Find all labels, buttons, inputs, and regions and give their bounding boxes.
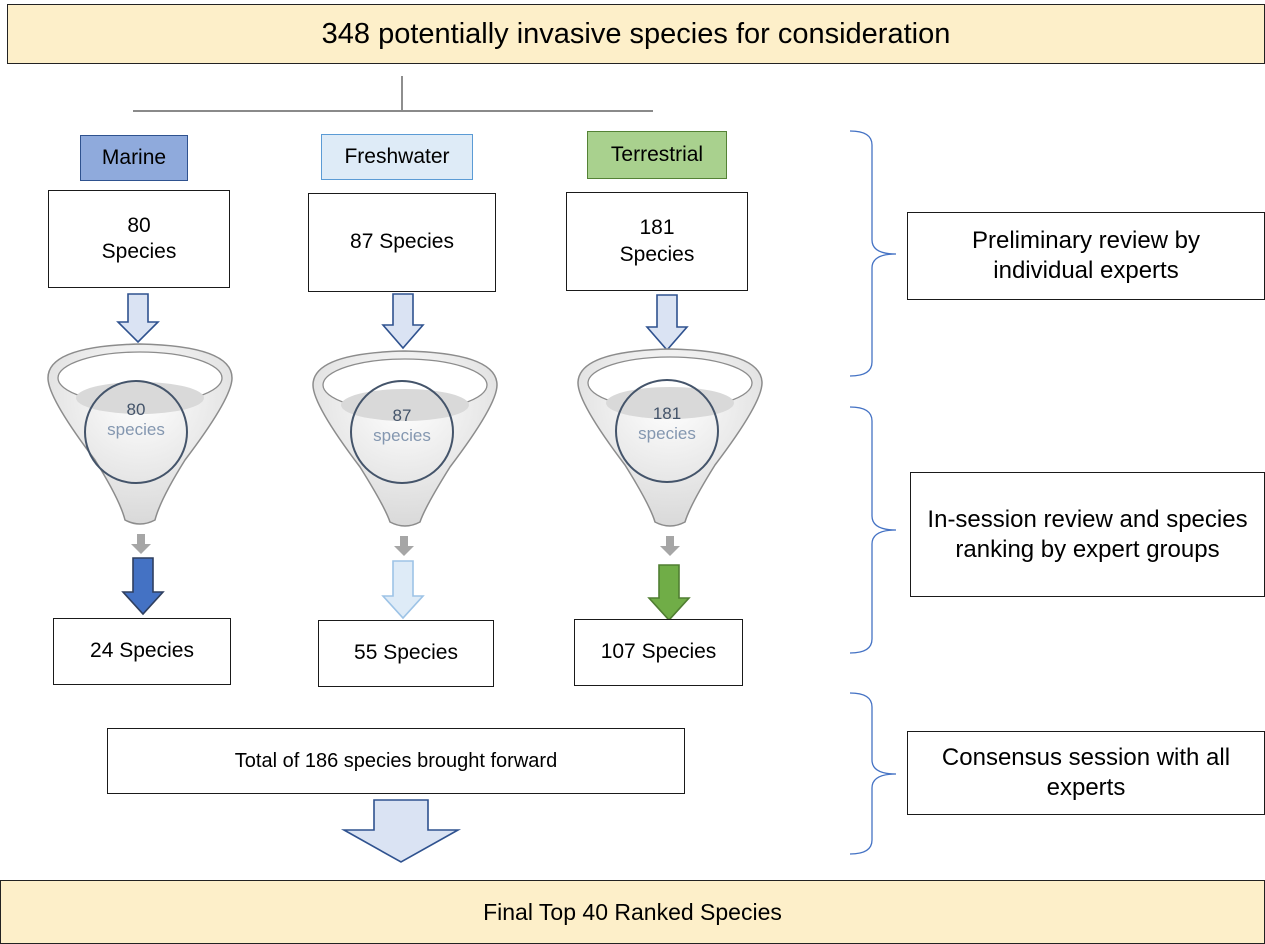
marine-funnel-label: 80 species — [96, 400, 176, 439]
terrestrial-small-arrow — [660, 536, 680, 556]
stage-3-text: Consensus session with all experts — [941, 744, 1231, 801]
marine-input-box: 80 Species — [48, 190, 230, 288]
terrestrial-funnel-label: 181 species — [627, 404, 707, 443]
terrestrial-tag-label: Terrestrial — [610, 143, 704, 166]
freshwater-input-box: 87 Species — [308, 193, 496, 292]
stage-1-bracket — [849, 130, 897, 377]
terrestrial-output-arrow — [647, 564, 691, 622]
header-text: 348 potentially invasive species for con… — [321, 17, 951, 50]
marine-tag: Marine — [80, 135, 188, 181]
total-text: Total of 186 species brought forward — [234, 749, 558, 772]
freshwater-funnel-unit: species — [373, 425, 431, 445]
marine-funnel-icon — [47, 343, 233, 525]
terrestrial-input-arrow — [645, 294, 689, 352]
total-box: Total of 186 species brought forward — [107, 728, 685, 794]
final-arrow — [340, 799, 462, 863]
stage-2-bracket — [849, 406, 897, 654]
freshwater-input-arrow — [381, 293, 425, 350]
stage-3-bracket — [849, 692, 897, 855]
marine-flow — [47, 293, 233, 616]
stage-1-text: Preliminary review by individual experts — [971, 227, 1201, 284]
final-text: Final Top 40 Ranked Species — [483, 898, 782, 925]
freshwater-tag-label: Freshwater — [344, 145, 450, 168]
stage-2-box: In-session review and species ranking by… — [910, 472, 1265, 597]
freshwater-output-arrow — [381, 560, 425, 620]
marine-small-arrow — [131, 534, 151, 554]
header-banner: 348 potentially invasive species for con… — [7, 4, 1265, 64]
final-banner: Final Top 40 Ranked Species — [0, 880, 1265, 944]
freshwater-output-box: 55 Species — [318, 620, 494, 687]
marine-input-count: 80 Species — [101, 213, 177, 263]
marine-output-box: 24 Species — [53, 618, 231, 685]
freshwater-flow — [312, 293, 498, 620]
terrestrial-output-box: 107 Species — [574, 619, 743, 686]
freshwater-small-arrow — [394, 536, 414, 556]
marine-output-arrow — [121, 557, 165, 616]
terrestrial-flow — [577, 294, 763, 622]
marine-funnel-unit: species — [107, 419, 165, 439]
stage-2-text: In-session review and species ranking by… — [927, 505, 1248, 563]
marine-tag-label: Marine — [101, 146, 167, 169]
freshwater-output-count: 55 Species — [354, 641, 458, 665]
terrestrial-funnel-icon — [577, 348, 763, 527]
terrestrial-input-box: 181 Species — [566, 192, 748, 291]
freshwater-tag: Freshwater — [321, 134, 473, 180]
terrestrial-output-count: 107 Species — [600, 640, 717, 664]
freshwater-funnel-icon — [312, 350, 498, 527]
marine-funnel-count: 80 — [126, 400, 146, 419]
freshwater-input-count: 87 Species — [350, 230, 454, 254]
freshwater-funnel-count: 87 — [392, 406, 412, 425]
marine-output-count: 24 Species — [90, 639, 194, 663]
stage-3-box: Consensus session with all experts — [907, 731, 1265, 815]
marine-input-arrow — [116, 293, 160, 344]
freshwater-funnel-label: 87 species — [362, 406, 442, 445]
terrestrial-tag: Terrestrial — [587, 131, 727, 179]
stage-1-box: Preliminary review by individual experts — [907, 212, 1265, 300]
terrestrial-input-count: 181 Species — [619, 216, 695, 266]
terrestrial-funnel-count: 181 — [652, 404, 682, 423]
terrestrial-funnel-unit: species — [638, 423, 696, 443]
